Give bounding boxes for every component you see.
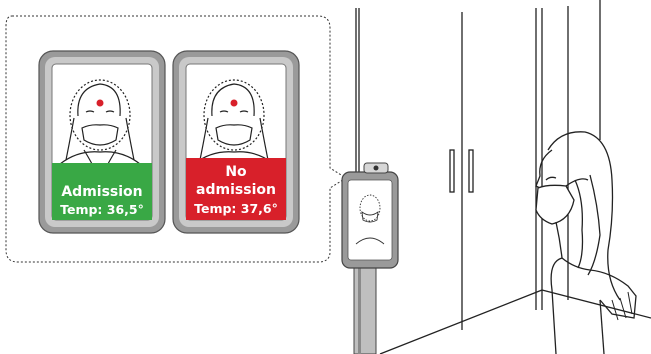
no-admission-status-line1: No: [225, 164, 247, 180]
no-admission-panel: No admission Temp: 37,6°: [173, 51, 299, 233]
bindi-dot: [97, 100, 104, 107]
admission-panel: Admission Temp: 36,5°: [39, 51, 165, 233]
admission-status-text: Admission: [61, 184, 142, 200]
no-admission-temperature-text: Temp: 37,6°: [194, 201, 278, 216]
no-admission-status-line2: admission: [196, 182, 276, 198]
face-scan-terminal-icon: [342, 163, 398, 354]
wardrobe-icon: [356, 0, 651, 354]
masked-woman-icon: [536, 132, 636, 354]
bindi-dot: [231, 100, 238, 107]
admission-temperature-text: Temp: 36,5°: [60, 202, 144, 217]
